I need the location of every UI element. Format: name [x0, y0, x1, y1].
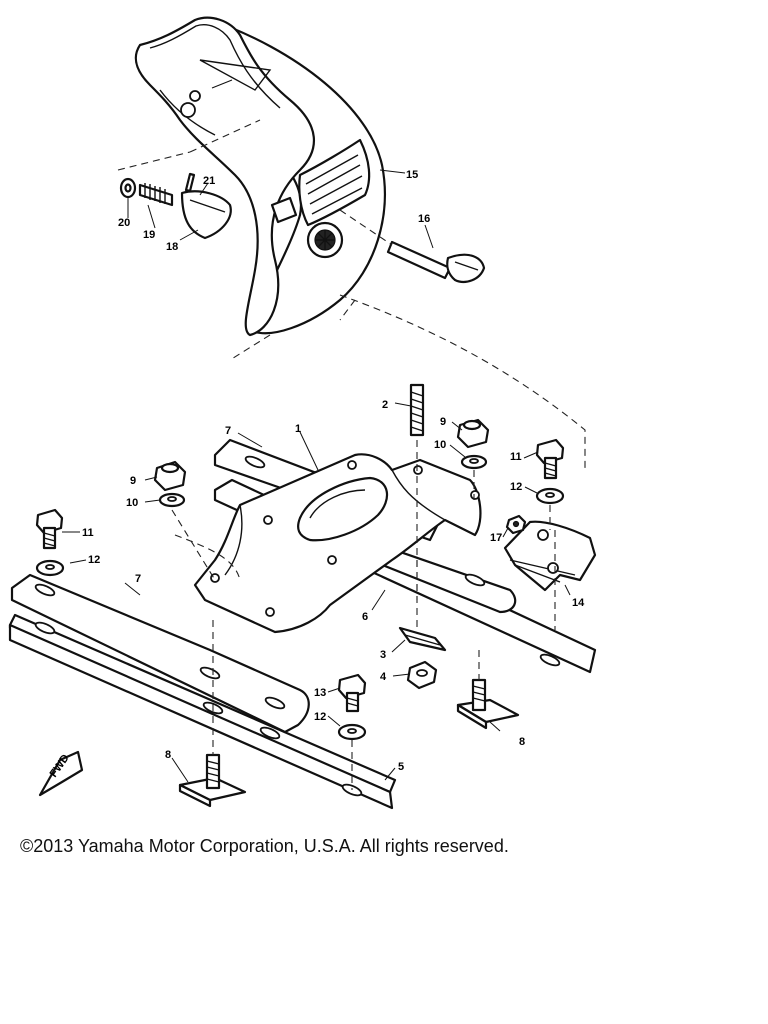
forward-direction-marker: FWD: [38, 750, 84, 797]
callout-10-left: 10: [126, 497, 138, 509]
engine-cover-part-15: [134, 16, 386, 337]
knob-assembly: [117, 119, 261, 240]
callout-18: 18: [166, 241, 178, 253]
nut-washer-right: [456, 418, 490, 500]
plate-part-7-lower: [10, 573, 310, 734]
lever-pin-part-16: [339, 209, 486, 284]
callout-13: 13: [314, 687, 326, 699]
callout-16: 16: [418, 213, 430, 225]
bracket-part-14: [503, 520, 597, 592]
callout-14: 14: [572, 597, 585, 609]
callout-10-right: 10: [434, 439, 446, 451]
callout-8-right: 8: [519, 736, 525, 748]
nut-washer-left: [153, 460, 216, 581]
mounting-bracket-part-1: [193, 453, 482, 634]
callout-12-left: 12: [88, 554, 100, 566]
nut-part-17: [505, 514, 527, 535]
bolt-washer-bottom: [337, 673, 367, 790]
parts-exploded-diagram: FWD 15 16 21 20 19 18 2 1 7 9 10 11 12 1…: [8, 16, 597, 810]
clip-part-3: [398, 626, 447, 652]
callout-5: 5: [398, 761, 404, 773]
callout-4: 4: [380, 671, 387, 683]
stud-plate-8-left: [178, 620, 247, 808]
callout-19: 19: [143, 229, 155, 241]
copyright-notice: ©2013 Yamaha Motor Corporation, U.S.A. A…: [20, 836, 509, 856]
callout-11-right: 11: [510, 451, 522, 463]
nut-part-4: [406, 660, 438, 690]
callout-17: 17: [490, 532, 502, 544]
callout-21: 21: [203, 175, 215, 187]
plate-part-5: [8, 613, 397, 810]
callout-7-lower: 7: [135, 573, 141, 585]
callout-9-right: 9: [440, 416, 446, 428]
callout-15: 15: [406, 169, 418, 181]
bolt-washer-right: [535, 438, 565, 530]
callout-12-bottom: 12: [314, 711, 326, 723]
callout-20: 20: [118, 217, 130, 229]
callout-7-upper: 7: [225, 425, 231, 437]
callout-1: 1: [295, 423, 301, 435]
callout-8-left: 8: [165, 749, 171, 761]
callout-3: 3: [380, 649, 386, 661]
bolt-washer-left: [35, 508, 65, 577]
callout-2: 2: [382, 399, 388, 411]
callout-6: 6: [362, 611, 368, 623]
callout-11-left: 11: [82, 527, 94, 539]
callout-9-left: 9: [130, 475, 136, 487]
callout-12-right: 12: [510, 481, 522, 493]
stud-plate-8-right: [456, 650, 520, 730]
